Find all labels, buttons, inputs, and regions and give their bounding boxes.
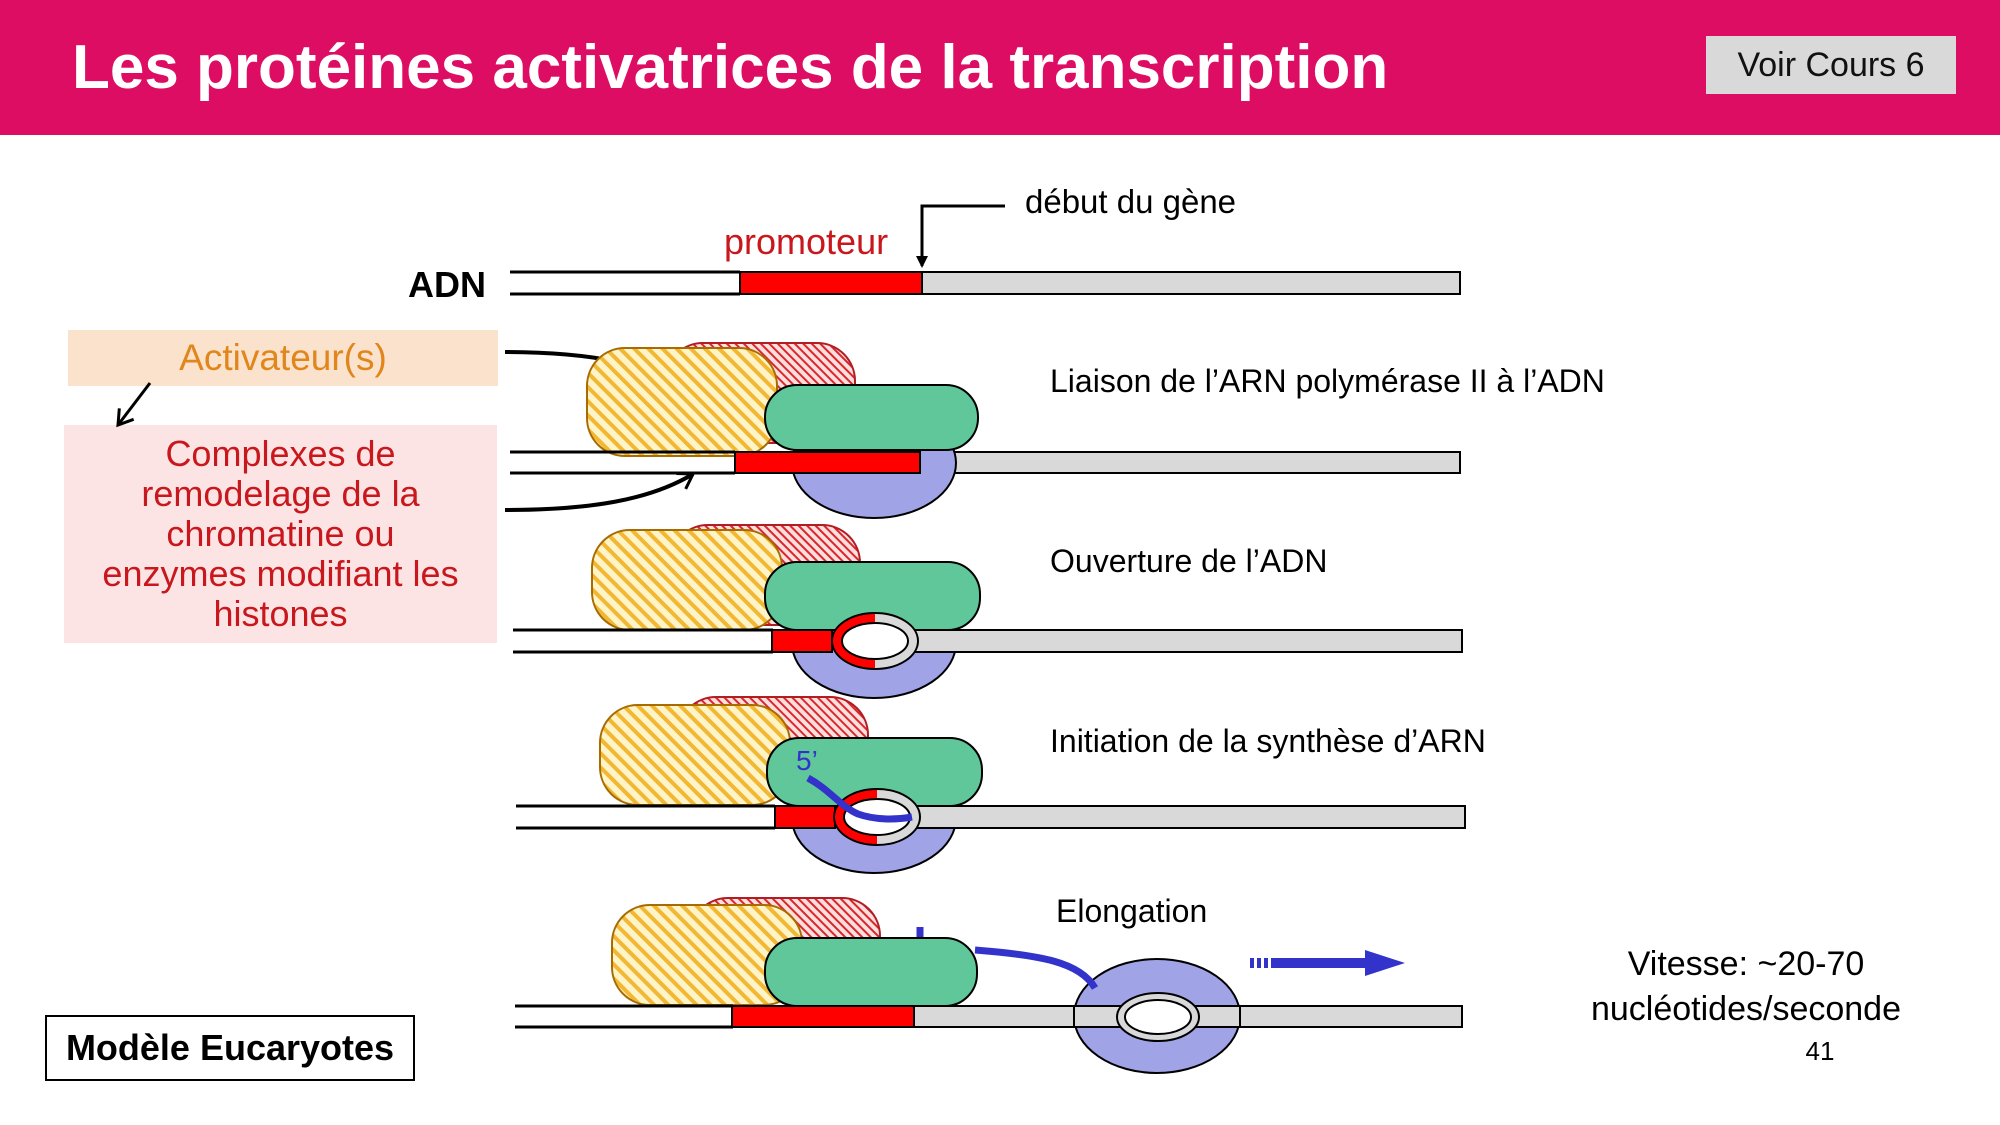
course-link-button[interactable]: Voir Cours 6 [1706, 36, 1956, 94]
gene-start-arrow [916, 204, 1005, 268]
remodeling-arrow [504, 472, 696, 512]
remodeling-label-box: Complexes de remodelage de la chromatine… [64, 425, 497, 643]
gene-start-label: début du gène [1025, 183, 1236, 220]
step-binding: Liaison de l’ARN polymérase II à l’ADN [510, 342, 1605, 519]
step-initiation: 5’ Initiation de la synthèse d’ARN [516, 696, 1486, 874]
step-binding-label: Liaison de l’ARN polymérase II à l’ADN [1050, 363, 1605, 399]
activator-label-box: Activateur(s) [68, 330, 498, 386]
page-title: Les protéines activatrices de la transcr… [72, 33, 1389, 102]
step-elongation: Elongation [515, 893, 1463, 1074]
title-bar: Les protéines activatrices de la transcr… [0, 0, 2000, 135]
speed-line-1: Vitesse: ~20-70 [1628, 945, 1865, 983]
remodeling-label: Complexes de remodelage de la chromatine… [102, 433, 459, 634]
step-initiation-label: Initiation de la synthèse d’ARN [1050, 723, 1486, 759]
step-opening-label: Ouverture de l’ADN [1050, 543, 1327, 579]
model-label: Modèle Eucaryotes [65, 1027, 395, 1068]
promoter-label: promoteur [724, 221, 888, 262]
activator-label: Activateur(s) [179, 337, 387, 378]
dna-label: ADN [408, 264, 486, 305]
nascent-rna [806, 774, 913, 823]
step-opening: Ouverture de l’ADN [513, 524, 1463, 699]
step-elongation-label: Elongation [1056, 893, 1207, 929]
speed-line-2: nucléotides/seconde [1591, 990, 1901, 1028]
dna-row: ADN promoteur début du gène [408, 183, 1461, 305]
tfiid-complex [764, 384, 979, 451]
elongating-rna [916, 927, 1099, 990]
activator-to-remodeling-arrow [116, 382, 152, 428]
promoter-segment [739, 271, 923, 295]
activator-complex [586, 347, 778, 457]
model-label-box: Modèle Eucaryotes [45, 1015, 415, 1081]
tfiid-complex [764, 937, 978, 1007]
page-number: 41 [1805, 1036, 1835, 1066]
rna-5prime-label: 5’ [796, 745, 818, 776]
gene-segment [921, 271, 1461, 295]
